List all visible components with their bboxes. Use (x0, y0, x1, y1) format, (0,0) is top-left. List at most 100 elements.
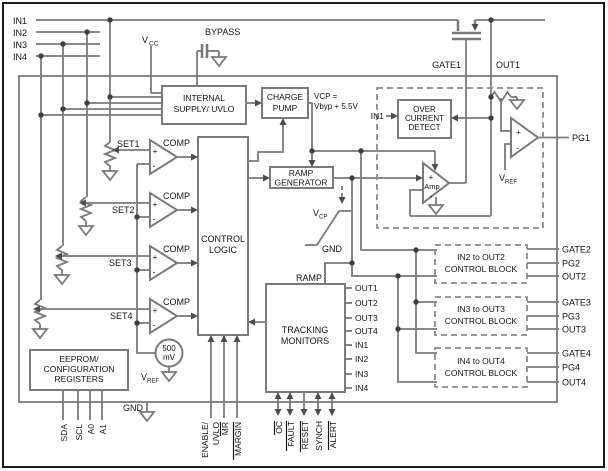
comp4-label: COMP (163, 297, 190, 307)
comp3-label: COMP (163, 244, 190, 254)
comparator4-icon (149, 297, 179, 335)
svg-text:OC: OC (274, 421, 284, 434)
set2-label: SET2 (112, 205, 135, 215)
pin-oc: OC (273, 421, 284, 435)
set3-label: SET3 (109, 258, 132, 268)
tm-pin-in1: IN1 (355, 340, 369, 350)
svg-text:SYNCH: SYNCH (314, 421, 324, 451)
block3-label-1: IN3 to OUT3 (457, 304, 505, 314)
set1-label: SET1 (117, 139, 140, 149)
ground-icons (31, 56, 526, 423)
vcc-label-sub: CC (149, 41, 159, 48)
pin-sda: SDA (59, 424, 69, 442)
potentiometer-set3-icon (54, 245, 70, 275)
pin-out2: OUT2 (562, 272, 586, 282)
pin-in2: IN2 (13, 28, 27, 38)
eeprom-label-1: EEPROM/ (59, 354, 99, 364)
eeprom-label-3: REGISTERS (54, 374, 103, 384)
charge-pump-label-2: PUMP (273, 103, 298, 113)
block4-label-2: CONTROL BLOCK (445, 368, 518, 378)
block2-label-2: CONTROL BLOCK (445, 264, 518, 274)
potentiometer-set4-icon (32, 299, 48, 329)
set4-label: SET4 (110, 311, 133, 321)
vcp-note-2: Vbyp + 5.5V (314, 102, 358, 111)
over-current-detect-block (397, 99, 452, 139)
tracking-monitors-label-2: MONITORS (281, 336, 329, 346)
internal-supply-block (161, 85, 247, 125)
ramp-generator-label-1: RAMP (289, 168, 314, 178)
comp3-minus: - (153, 267, 156, 277)
block2-label-1: IN2 to OUT2 (457, 252, 505, 262)
pin-margin: MARGIN (232, 422, 243, 460)
amp-icon (422, 160, 451, 206)
wave-vcp-label: V (313, 208, 319, 218)
internal-supply-label-1: INTERNAL (183, 93, 225, 103)
internal-supply-label-2: SUPPLY/ UVLO (174, 104, 235, 114)
comp1-label: COMP (163, 138, 190, 148)
pg1-comparator-icon (510, 116, 540, 159)
ocd-in1-label: IN1 (371, 111, 385, 121)
svg-text:RESET: RESET (300, 421, 310, 449)
comp2-plus: + (153, 199, 158, 209)
ramp-pin-label: RAMP (296, 273, 322, 283)
tm-pin-out2: OUT2 (355, 298, 378, 308)
amp-label: Amp (424, 182, 439, 191)
block3-label-2: CONTROL BLOCK (445, 316, 518, 326)
comparator2-icon (149, 191, 179, 229)
pin-alert: ALERT (327, 421, 338, 450)
pin-enable-1: ENABLE/ (200, 421, 210, 458)
ramp-generator-block (269, 166, 334, 189)
tm-pin-in4: IN4 (355, 383, 369, 393)
comp4-plus: + (153, 305, 158, 315)
pin-gate2: GATE2 (562, 245, 591, 255)
bypass-label: BYPASS (205, 27, 240, 37)
tracking-monitors-label-1: TRACKING (282, 325, 329, 335)
resistor-icon (490, 90, 512, 104)
ref-mv-label: mV (163, 353, 176, 362)
comp1-plus: + (153, 146, 158, 156)
pin-enable-2: UVLO (211, 422, 221, 446)
gnd-pin-label: GND (123, 403, 144, 413)
in2-out2-control-block (434, 244, 528, 284)
tracking-monitors-block (265, 283, 346, 393)
comp2-label: COMP (163, 191, 190, 201)
pg1-minus: - (516, 143, 519, 153)
comp4-minus: - (153, 320, 156, 330)
pg1-vref-label: V (499, 173, 505, 183)
comparator1-icon (149, 138, 179, 176)
amp-minus: - (430, 191, 433, 201)
svg-text:MR: MR (220, 422, 230, 435)
ocd-label-1: OVER (413, 105, 436, 114)
tm-pin-out4: OUT4 (355, 326, 378, 336)
gate1-label: GATE1 (432, 60, 461, 70)
mosfet-icon (452, 20, 481, 41)
comparator3-icon (149, 244, 179, 282)
pin-pg3: PG3 (562, 312, 580, 322)
out1-label: OUT1 (496, 60, 520, 70)
tm-pin-out1: OUT1 (355, 283, 378, 293)
vcc-label: V (142, 35, 148, 45)
wave-gnd-label: GND (322, 244, 343, 254)
pin-gate3: GATE3 (562, 298, 591, 308)
tm-pin-in2: IN2 (355, 354, 369, 364)
svg-text:FAULT: FAULT (286, 421, 296, 447)
ref-500-label: 500 (162, 344, 176, 353)
pin-pg2: PG2 (562, 259, 580, 269)
pin-scl: SCL (74, 424, 84, 441)
svg-text:MARGIN: MARGIN (233, 422, 243, 456)
pin-fault: FAULT (285, 421, 296, 451)
ramp-generator-label-2: GENERATOR (274, 178, 327, 188)
pin-pg4: PG4 (562, 363, 580, 373)
pin-out4: OUT4 (562, 378, 586, 388)
ocd-label-2: CURRENT (405, 114, 444, 123)
tm-pin-in3: IN3 (355, 369, 369, 379)
pin-in3: IN3 (13, 40, 27, 50)
amp-plus: + (429, 173, 434, 182)
pin-a1: A1 (98, 424, 108, 435)
pin-in1: IN1 (13, 16, 27, 26)
pin-in4: IN4 (13, 52, 27, 62)
comp3-plus: + (153, 252, 158, 262)
junction-dots (38, 17, 494, 332)
